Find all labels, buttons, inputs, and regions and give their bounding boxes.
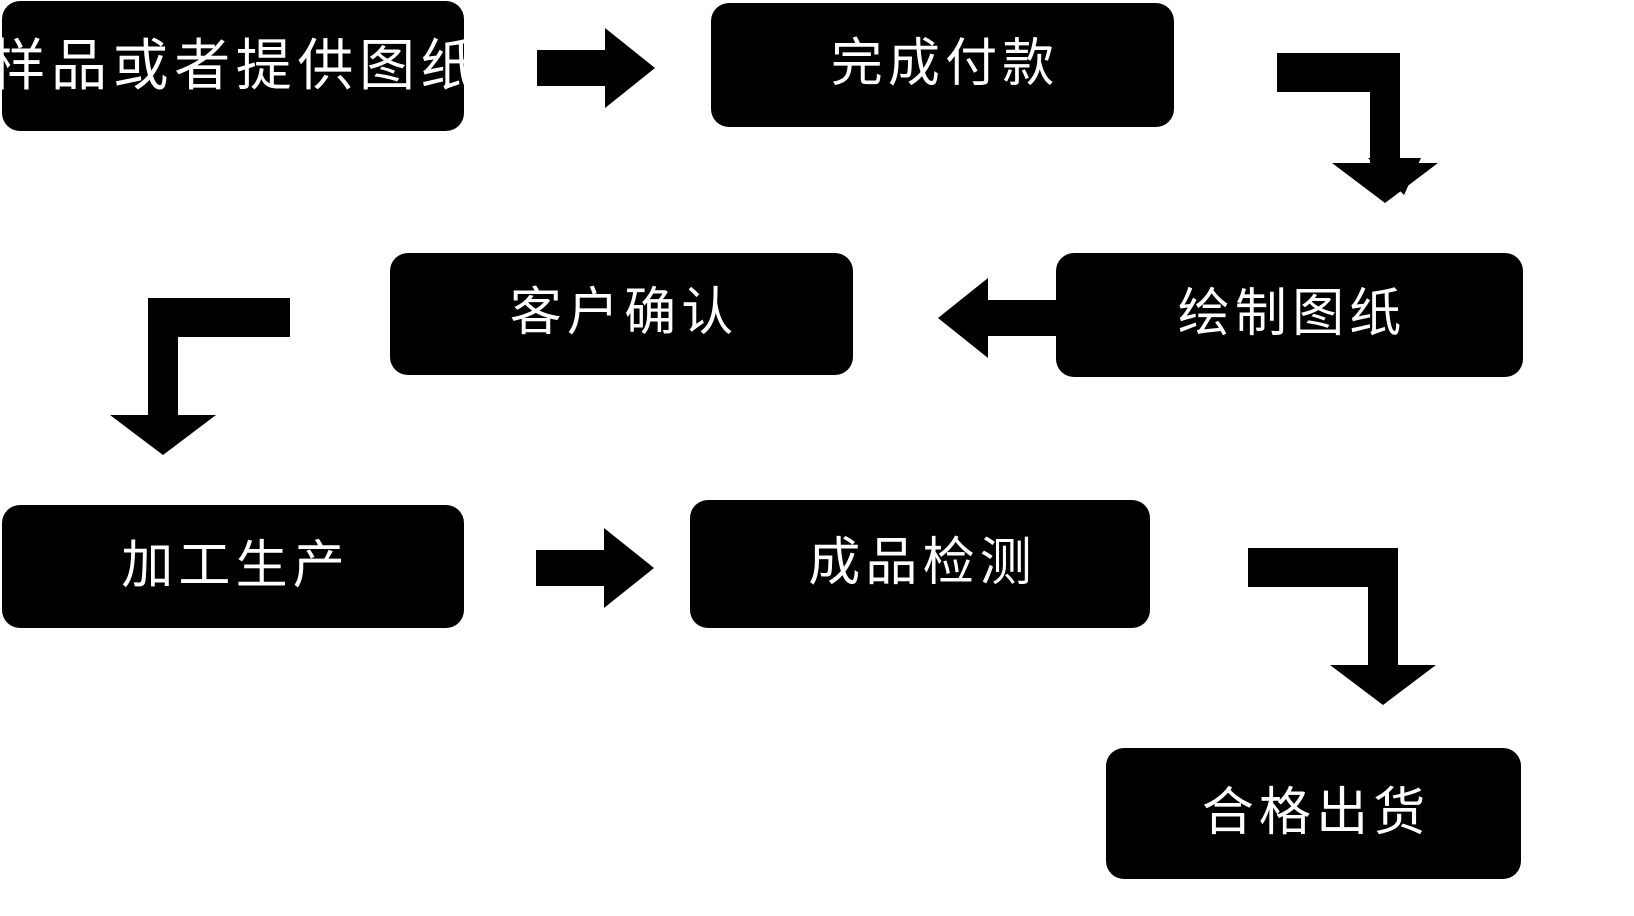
flow-node-finished-product-inspection[interactable]: 成品检测 <box>690 500 1150 628</box>
flow-node-label: 样品或者提供图纸 <box>0 34 483 98</box>
elbow-arrow-inspection-to-shipment <box>1240 540 1440 705</box>
flow-node-sample-or-drawing[interactable]: 样品或者提供图纸 <box>0 1 477 131</box>
arrow-right-sample-to-payment <box>537 28 655 108</box>
flow-node-label: 加工生产 <box>121 536 350 595</box>
arrow-left-drawing-to-confirm <box>938 278 1056 358</box>
flow-node-qualified-shipment[interactable]: 合格出货 <box>1106 748 1521 879</box>
elbow-arrow-confirm-to-production <box>110 290 310 455</box>
flow-node-make-drawing[interactable]: 绘制图纸 <box>1056 253 1523 377</box>
flow-node-label: 完成付款 <box>830 35 1060 94</box>
arrow-right-production-to-inspection <box>536 528 654 608</box>
flow-node-processing-production[interactable]: 加工生产 <box>2 505 464 628</box>
flow-node-label: 客户确认 <box>509 284 739 343</box>
flow-node-complete-payment[interactable]: 完成付款 <box>711 3 1174 127</box>
elbow-arrow-payment-to-drawing <box>1225 38 1455 203</box>
flow-node-label: 成品检测 <box>808 534 1037 593</box>
flow-node-customer-confirm[interactable]: 客户确认 <box>390 253 853 375</box>
flow-node-label: 绘制图纸 <box>1177 285 1407 344</box>
flow-node-label: 合格出货 <box>1201 783 1431 842</box>
